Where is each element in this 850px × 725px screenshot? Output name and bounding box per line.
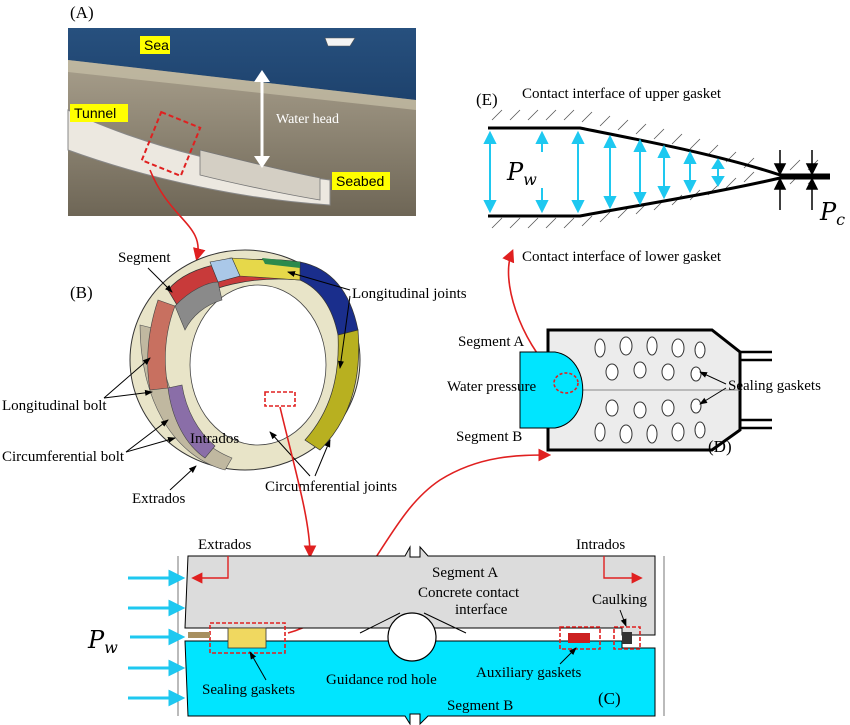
connector-b-to-c	[279, 406, 317, 559]
panel-b: (B) Segment Longitudinal joints Longitud…	[2, 249, 467, 507]
seabed-label: Seabed	[336, 173, 384, 189]
tunnel-label-box	[70, 104, 128, 122]
seal-contact-highlight	[553, 372, 579, 394]
extrados-leader-b	[169, 465, 197, 491]
upper-gasket-surface	[488, 126, 830, 177]
seabed-surface	[68, 60, 416, 110]
circ-joint-leader-1	[269, 431, 311, 477]
pw-label-backing	[84, 620, 130, 658]
segment-a-label-d: Segment A	[458, 334, 524, 350]
segment-purple	[167, 384, 216, 459]
longitudinal-bolt-label: Longitudinal bolt	[2, 398, 107, 414]
circumferential-bolt-label: Circumferential bolt	[2, 449, 125, 465]
extrados-label-c: Extrados	[198, 537, 251, 553]
segment-leader	[147, 267, 173, 293]
segment-green	[262, 258, 300, 268]
seabed-label-box	[332, 172, 390, 190]
long-joint-leader-1	[287, 271, 351, 291]
auxiliary-gasket	[568, 633, 590, 643]
upper-interface-label: Contact interface of upper gasket	[522, 86, 722, 102]
tunnel-interior	[199, 149, 321, 201]
upper-hatch	[491, 109, 819, 171]
ring-inner-opening	[189, 284, 327, 446]
intrados-pointer	[603, 556, 643, 584]
concrete-contact-label-2: interface	[455, 602, 508, 618]
concrete-contact-label-1: Concrete contact	[418, 585, 520, 601]
segment-light-blue	[209, 257, 241, 283]
panel-c-tag: (C)	[598, 689, 621, 708]
long-joint-leader-2	[337, 295, 351, 369]
intrados-label-c: Intrados	[576, 537, 625, 553]
pw-inflow-arrows	[128, 569, 186, 707]
panel-e-tag: (E)	[476, 90, 498, 109]
water-head-arrow-down	[254, 156, 270, 168]
pw-symbol-e: Pw	[506, 158, 537, 189]
pw-pressure-arrows	[483, 130, 725, 214]
panel-e: (E) Contact interface of upper gasket Co…	[476, 86, 845, 265]
sea-label-box	[140, 36, 170, 54]
joint-highlight-box	[264, 391, 296, 407]
segment-b-label-d: Segment B	[456, 429, 522, 445]
panel-c: Pw Extrados Intrados Segment A Concrete …	[84, 537, 665, 725]
caulking-leader	[619, 609, 627, 627]
concrete-interface-lines	[359, 612, 467, 634]
long-bolt-leader-2	[103, 389, 153, 399]
segment-olive	[304, 329, 360, 451]
circ-bolt-leader-1	[125, 419, 169, 453]
circ-joint-leader-2	[314, 439, 331, 477]
pw-symbol-c: Pw	[87, 626, 118, 657]
caulking-box	[613, 626, 641, 650]
water-head-label: Water head	[276, 112, 339, 127]
long-bolt-leader-1	[103, 357, 151, 399]
caulking-label: Caulking	[592, 592, 647, 608]
circumferential-joints-label: Circumferential joints	[265, 479, 397, 495]
tunnel-label: Tunnel	[74, 105, 116, 121]
intrados-label-b: Intrados	[190, 431, 239, 447]
panel-a-tag: (A)	[70, 3, 94, 22]
auxiliary-leader	[559, 647, 577, 665]
water-pressure-region	[519, 351, 584, 429]
panel-b-tag: (B)	[70, 283, 93, 302]
tunnel-highlight-box	[140, 110, 202, 178]
extrados-pointer	[191, 556, 229, 584]
longitudinal-joints-label: Longitudinal joints	[352, 286, 467, 302]
gasket-tail-lines	[740, 350, 772, 430]
segment-a-body	[184, 545, 656, 636]
pc-symbol: Pc	[819, 198, 845, 229]
lower-gasket-surface	[488, 176, 830, 218]
lower-interface-label: Contact interface of lower gasket	[522, 249, 722, 265]
ship-icon	[324, 37, 356, 47]
panel-d-tag: (D)	[708, 437, 732, 456]
joint-gap-fill	[188, 632, 210, 638]
circ-bolt-leader-2	[125, 437, 176, 453]
auxiliary-gasket-box	[559, 626, 601, 650]
auxiliary-gaskets-label: Auxiliary gaskets	[476, 665, 582, 681]
guidance-rod-hole	[387, 612, 437, 662]
sealing-gaskets-label-c: Sealing gaskets	[202, 682, 295, 698]
extrados-label-b: Extrados	[132, 491, 185, 507]
segment-a-label-c: Segment A	[432, 565, 498, 581]
water-pressure-label: Water pressure	[447, 379, 537, 395]
sealing-gaskets-label-d: Sealing gaskets	[728, 378, 821, 394]
segment-b-body	[184, 640, 656, 725]
gasket-holes	[594, 336, 706, 444]
connector-a-to-b	[149, 169, 206, 262]
sealing-leader-d-2	[699, 387, 727, 405]
guidance-rod-hole-label: Guidance rod hole	[326, 672, 437, 688]
sea-label: Sea	[144, 37, 169, 53]
sealing-gasket-c	[227, 627, 267, 649]
water-head-arrow-up	[254, 70, 270, 82]
panel-d: Segment A Water pressure Segment B Seali…	[447, 328, 821, 456]
segment-label: Segment	[118, 250, 171, 266]
pc-arrows	[773, 150, 819, 210]
panel-a: (A) Sea Tunnel Water head Seabed	[67, 3, 416, 216]
segment-b-label-c: Segment B	[447, 698, 513, 714]
lower-hatch	[491, 171, 819, 229]
sealing-leader-c	[249, 651, 267, 681]
segment-gray	[174, 281, 223, 331]
caulking	[622, 632, 632, 644]
sealing-leader-d-1	[699, 371, 727, 385]
